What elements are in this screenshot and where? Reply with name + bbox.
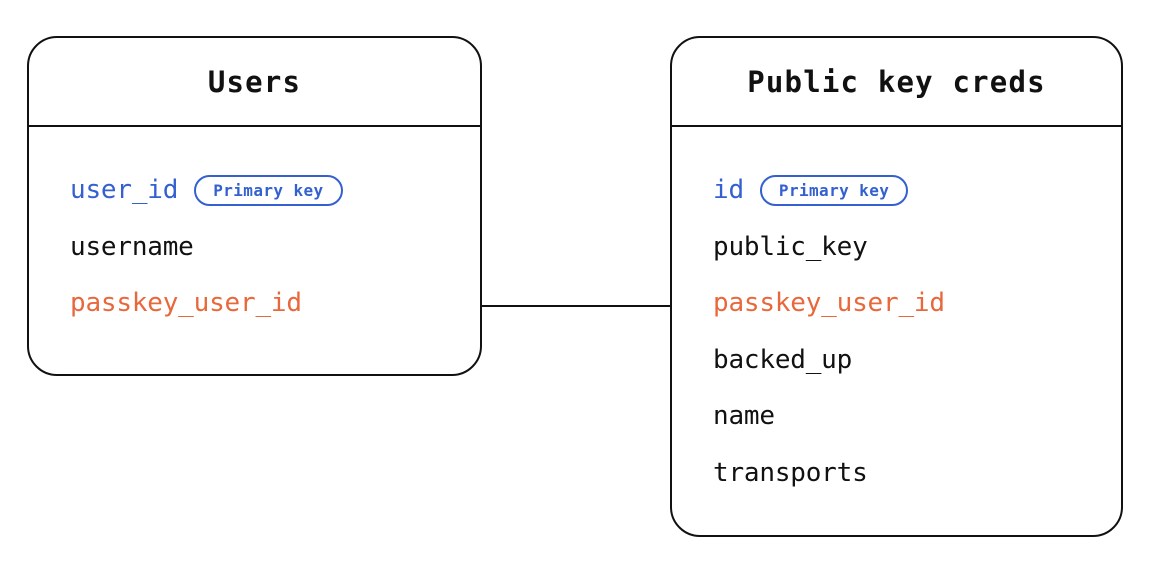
- field-name: passkey_user_id: [713, 288, 945, 319]
- entity-title: Users: [207, 64, 302, 99]
- field-row[interactable]: passkey_user_id: [713, 275, 1121, 332]
- relationship-connector: [481, 305, 671, 308]
- field-row[interactable]: user_id Primary key: [70, 162, 480, 219]
- field-name: user_id: [70, 175, 179, 206]
- field-row[interactable]: backed_up: [713, 332, 1121, 389]
- primary-key-badge: Primary key: [194, 174, 343, 206]
- primary-key-badge-label: Primary key: [213, 180, 324, 200]
- field-name: username: [70, 231, 194, 262]
- field-row[interactable]: username: [70, 219, 480, 276]
- entity-field-list: user_id Primary key username passkey_user_i…: [29, 127, 480, 332]
- field-row[interactable]: transports: [713, 445, 1121, 502]
- entity-header-users: Users: [29, 38, 480, 127]
- field-name: public_key: [713, 231, 868, 262]
- primary-key-badge: Primary key: [759, 174, 909, 206]
- field-name: name: [713, 401, 775, 432]
- field-name: backed_up: [713, 344, 853, 375]
- field-row[interactable]: passkey_user_id: [70, 275, 480, 332]
- entity-header-public-key-creds: Public key creds: [672, 38, 1121, 127]
- field-name: transports: [713, 457, 868, 488]
- entity-title: Public key creds: [747, 64, 1046, 99]
- field-row[interactable]: name: [713, 388, 1121, 445]
- field-row[interactable]: public_key: [713, 219, 1121, 276]
- field-row[interactable]: id Primary key: [713, 162, 1121, 219]
- primary-key-badge-label: Primary key: [778, 180, 890, 200]
- entity-users[interactable]: Users user_id Primary key username passkey_u…: [27, 36, 482, 376]
- field-name: passkey_user_id: [70, 288, 302, 319]
- field-name: id: [713, 175, 744, 206]
